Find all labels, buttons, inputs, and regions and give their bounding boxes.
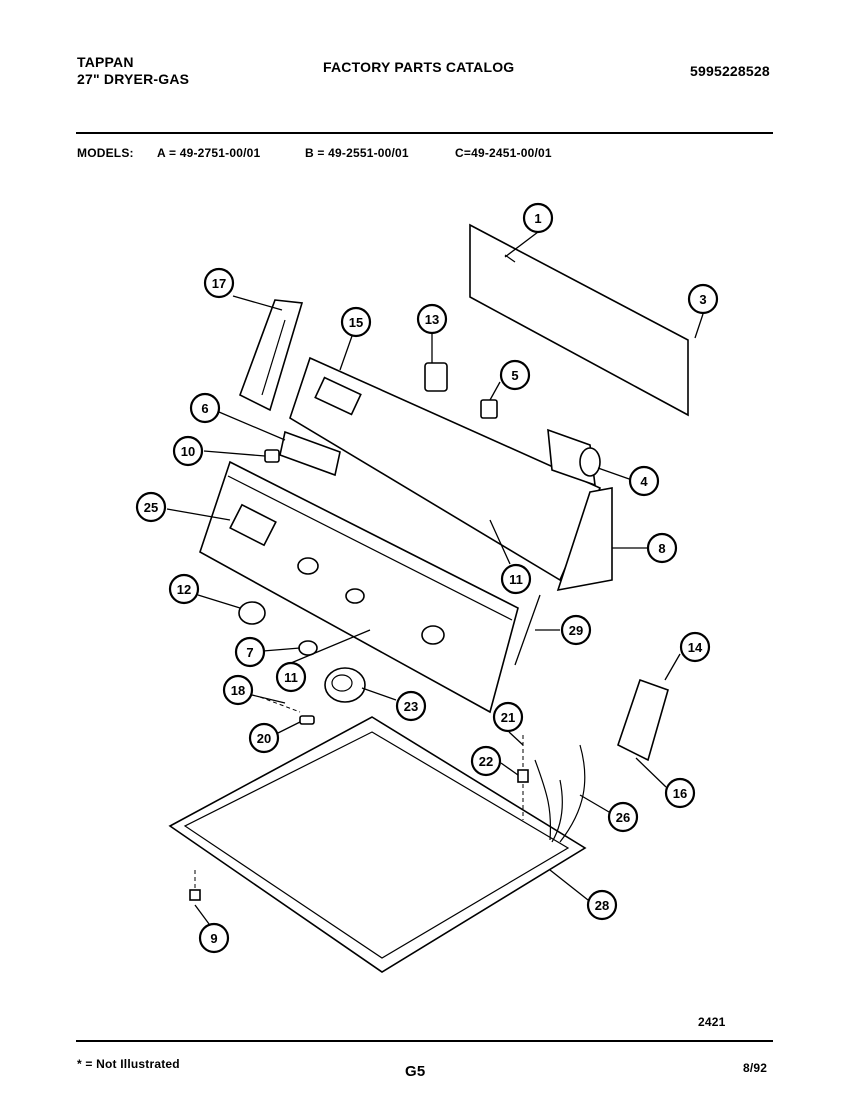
svg-text:22: 22 [479,754,493,769]
model-a: A = 49-2751-00/01 [157,146,261,160]
svg-text:26: 26 [616,810,630,825]
callout-1: 1 [522,202,554,234]
svg-text:14: 14 [688,640,703,655]
svg-text:5: 5 [511,368,518,383]
switch-bracket-part [424,362,448,392]
brand-name: TAPPAN [77,54,134,70]
svg-text:4: 4 [640,474,648,489]
wire-harness-part [534,744,586,843]
footer-rule [76,1040,773,1042]
catalog-title: FACTORY PARTS CATALOG [323,59,515,75]
callout-13: 13 [416,303,448,335]
svg-text:1: 1 [534,211,541,226]
svg-text:18: 18 [231,683,245,698]
svg-text:25: 25 [144,500,158,515]
knob-part [238,601,266,625]
svg-text:15: 15 [349,315,363,330]
callout-17: 17 [203,267,235,299]
svg-text:9: 9 [210,931,217,946]
callout-18: 18 [222,674,254,706]
svg-text:28: 28 [595,898,609,913]
callout-20: 20 [248,722,280,754]
svg-text:11: 11 [284,670,298,685]
callout-29: 29 [560,614,592,646]
callout-26: 26 [607,801,639,833]
callout-6: 6 [189,392,221,424]
svg-text:10: 10 [181,444,195,459]
callout-9: 9 [198,922,230,954]
screw-part [189,889,201,901]
svg-text:13: 13 [425,312,439,327]
callout-3: 3 [687,283,719,315]
control-backplate-part [289,356,602,582]
side-bracket-part [239,299,304,412]
front-console-part [199,460,519,714]
callout-25: 25 [135,491,167,523]
callout-28: 28 [586,889,618,921]
svg-text:23: 23 [404,699,418,714]
not-illustrated-note: * = Not Illustrated [77,1057,180,1071]
header-rule [76,132,773,134]
callout-12: 12 [168,573,200,605]
callout-10: 10 [172,435,204,467]
callout-11-right: 11 [500,563,532,595]
callout-16: 16 [664,777,696,809]
clip-part [299,715,315,725]
switch-part [480,399,498,419]
rod-part [514,594,541,666]
callout-11-left: 11 [275,661,307,693]
callout-23: 23 [395,690,427,722]
model-c: C=49-2451-00/01 [455,146,552,160]
top-cover-part [168,716,587,973]
svg-text:6: 6 [201,401,208,416]
rear-panel-part [469,223,689,417]
end-bracket-part [556,487,613,592]
callout-4: 4 [628,465,660,497]
callout-21: 21 [492,701,524,733]
callout-22: 22 [470,745,502,777]
terminal-bracket-part [617,678,669,762]
product-name: 27" DRYER-GAS [77,71,190,87]
figure-code: 2421 [698,1015,726,1029]
selector-switch-part [279,430,341,477]
svg-text:16: 16 [673,786,687,801]
model-b: B = 49-2551-00/01 [305,146,409,160]
catalog-number: 5995228528 [690,63,770,79]
callout-7: 7 [234,636,266,668]
svg-text:17: 17 [212,276,226,291]
models-label: MODELS: [77,146,134,160]
svg-text:11: 11 [509,572,523,587]
callout-14: 14 [679,631,711,663]
svg-text:29: 29 [569,623,583,638]
page-number: G5 [405,1063,426,1080]
callout-5: 5 [499,359,531,391]
svg-text:21: 21 [501,710,515,725]
svg-text:7: 7 [246,645,253,660]
svg-text:8: 8 [658,541,665,556]
revision-date: 8/92 [743,1061,768,1075]
callout-15: 15 [340,306,372,338]
svg-text:3: 3 [699,292,706,307]
large-knob-part [324,667,366,703]
svg-text:20: 20 [257,731,271,746]
callout-8: 8 [646,532,678,564]
svg-text:12: 12 [177,582,191,597]
